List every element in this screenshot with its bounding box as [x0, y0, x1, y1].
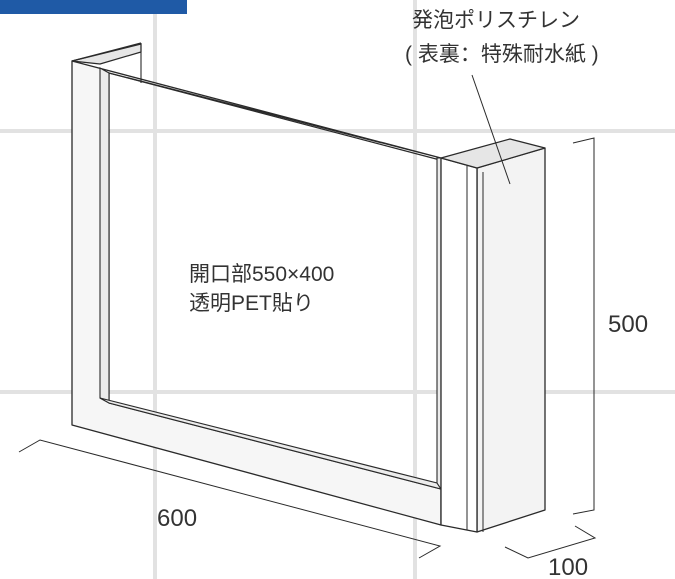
height-dimension-label: 500	[608, 311, 649, 338]
right-panel-thickness	[440, 157, 478, 533]
depth-dimension-label: 100	[548, 554, 589, 579]
corner-badge	[0, 0, 187, 14]
material-leader-line	[471, 74, 511, 185]
right-top-edge	[440, 138, 546, 169]
width-dimension-label: 600	[157, 505, 198, 532]
depth-dimension-bracket	[504, 525, 597, 559]
width-dimension-bracket	[18, 439, 442, 559]
left-depth-edge	[71, 43, 142, 65]
material-label-line1: 発泡ポリスチレン	[412, 9, 580, 32]
height-dimension-bracket	[572, 137, 595, 515]
opening-label-line2: 透明PET貼り	[189, 292, 314, 315]
left-top-edge	[71, 42, 142, 62]
opening-label-line1: 開口部550×400	[189, 263, 335, 286]
right-side-panel	[476, 147, 546, 533]
material-label-line2: ( 表裏：特殊耐水紙 )	[405, 43, 599, 66]
opening-left-wall	[99, 67, 110, 404]
